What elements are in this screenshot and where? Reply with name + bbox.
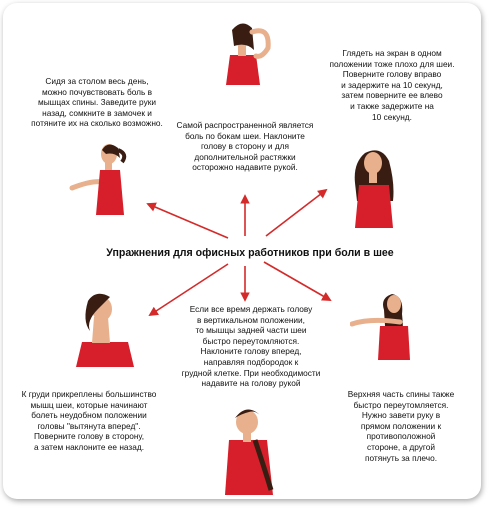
- arrow-to-bottom-left: [148, 263, 229, 317]
- arrow-to-top-right: [265, 188, 328, 237]
- exercise-text-bottom-left: К груди прикреплены большинство мышц шеи…: [21, 389, 157, 452]
- page-title: Упражнения для офисных работников при бо…: [106, 247, 394, 259]
- woman-shoulder-stretch-figure: [350, 294, 410, 360]
- exercise-text-top-right: Глядеть на экран в одном положении тоже …: [329, 48, 455, 122]
- exercise-text-bottom-right: Верхняя часть спины также быстро переуто…: [347, 389, 455, 463]
- woman-head-turn-figure: [354, 150, 394, 228]
- woman-head-forward-figure: [225, 409, 274, 495]
- arrow-to-bottom-right: [263, 261, 332, 301]
- exercise-text-bottom-center: Если все время держать голову в вертикал…: [181, 304, 321, 389]
- arrow-to-top-left: [146, 202, 229, 239]
- woman-arms-behind-back-figure: [69, 144, 127, 215]
- exercise-text-top-left: Сидя за столом весь день, можно почувств…: [31, 76, 163, 129]
- woman-head-tilt-figure: [226, 23, 271, 85]
- exercise-text-top-center: Самой распространенной является боль по …: [176, 120, 314, 173]
- woman-head-back-figure: [76, 293, 134, 367]
